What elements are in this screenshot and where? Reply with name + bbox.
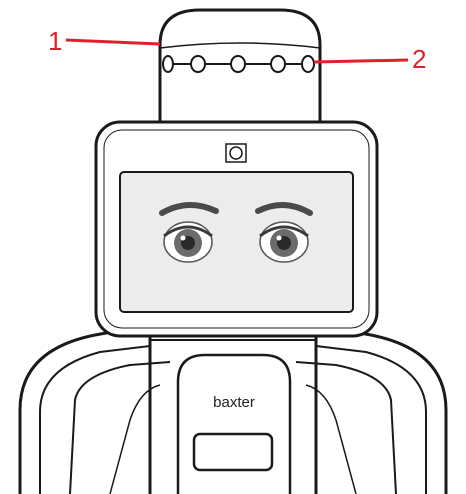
callout-1-line [65, 38, 161, 46]
sonar-ring [159, 42, 321, 73]
callout-2: 2 [313, 44, 426, 74]
camera-icon [225, 143, 247, 163]
callout-1-label: 1 [48, 26, 62, 56]
face-screen [94, 120, 379, 338]
chest-panel [176, 353, 292, 494]
chest-display [192, 432, 274, 472]
brand-label: baxter [213, 394, 255, 411]
left-eye [163, 221, 213, 263]
callout-2-line [313, 58, 409, 64]
torso [18, 323, 448, 494]
right-eyebrow [255, 202, 313, 216]
right-eye [259, 221, 309, 263]
callout-1: 1 [48, 26, 161, 56]
callout-2-label: 2 [412, 44, 426, 74]
left-eyebrow [159, 202, 219, 216]
screen-display [119, 171, 354, 313]
